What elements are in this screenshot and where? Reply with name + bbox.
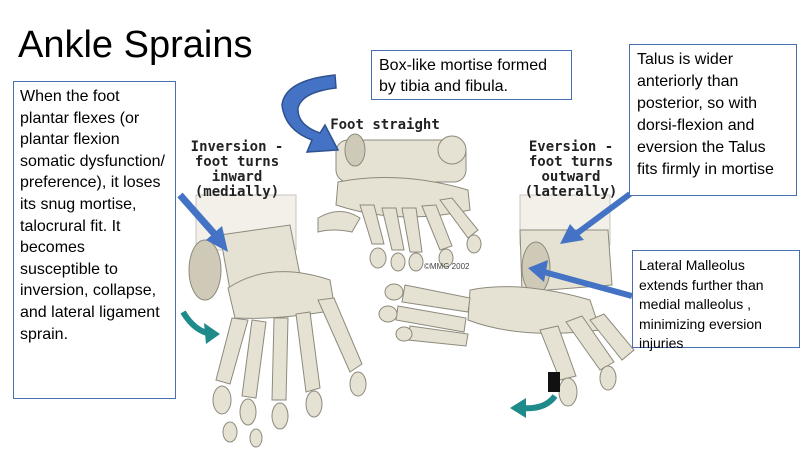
talus-pointer-arrow-icon: [560, 191, 632, 244]
eversion-rotation-arrow-icon: [521, 394, 558, 412]
inversion-pointer-arrow-icon: [177, 192, 228, 252]
foot-straight-label: Foot straight: [330, 117, 440, 133]
copyright-label: ©MMG 2002: [424, 262, 470, 271]
slide-title: Ankle Sprains: [18, 24, 253, 66]
inversion-label: Inversion - foot turns inward (medially): [190, 139, 284, 200]
eversion-label: Eversion - foot turns outward (laterally…: [524, 139, 618, 200]
lateral-malleolus-pointer-arrow-icon: [528, 260, 633, 299]
rotation-arrow-icon: [281, 74, 340, 153]
talus-textbox: Talus is wider anteriorly than posterior…: [629, 44, 797, 196]
foot-straight-illustration: [317, 133, 482, 272]
plantar-flexion-textbox: When the foot plantar flexes (or plantar…: [13, 81, 176, 399]
mortise-textbox: Box-like mortise formed by tibia and fib…: [371, 50, 572, 100]
lateral-malleolus-textbox: Lateral Malleolus extends further than m…: [632, 250, 800, 351]
